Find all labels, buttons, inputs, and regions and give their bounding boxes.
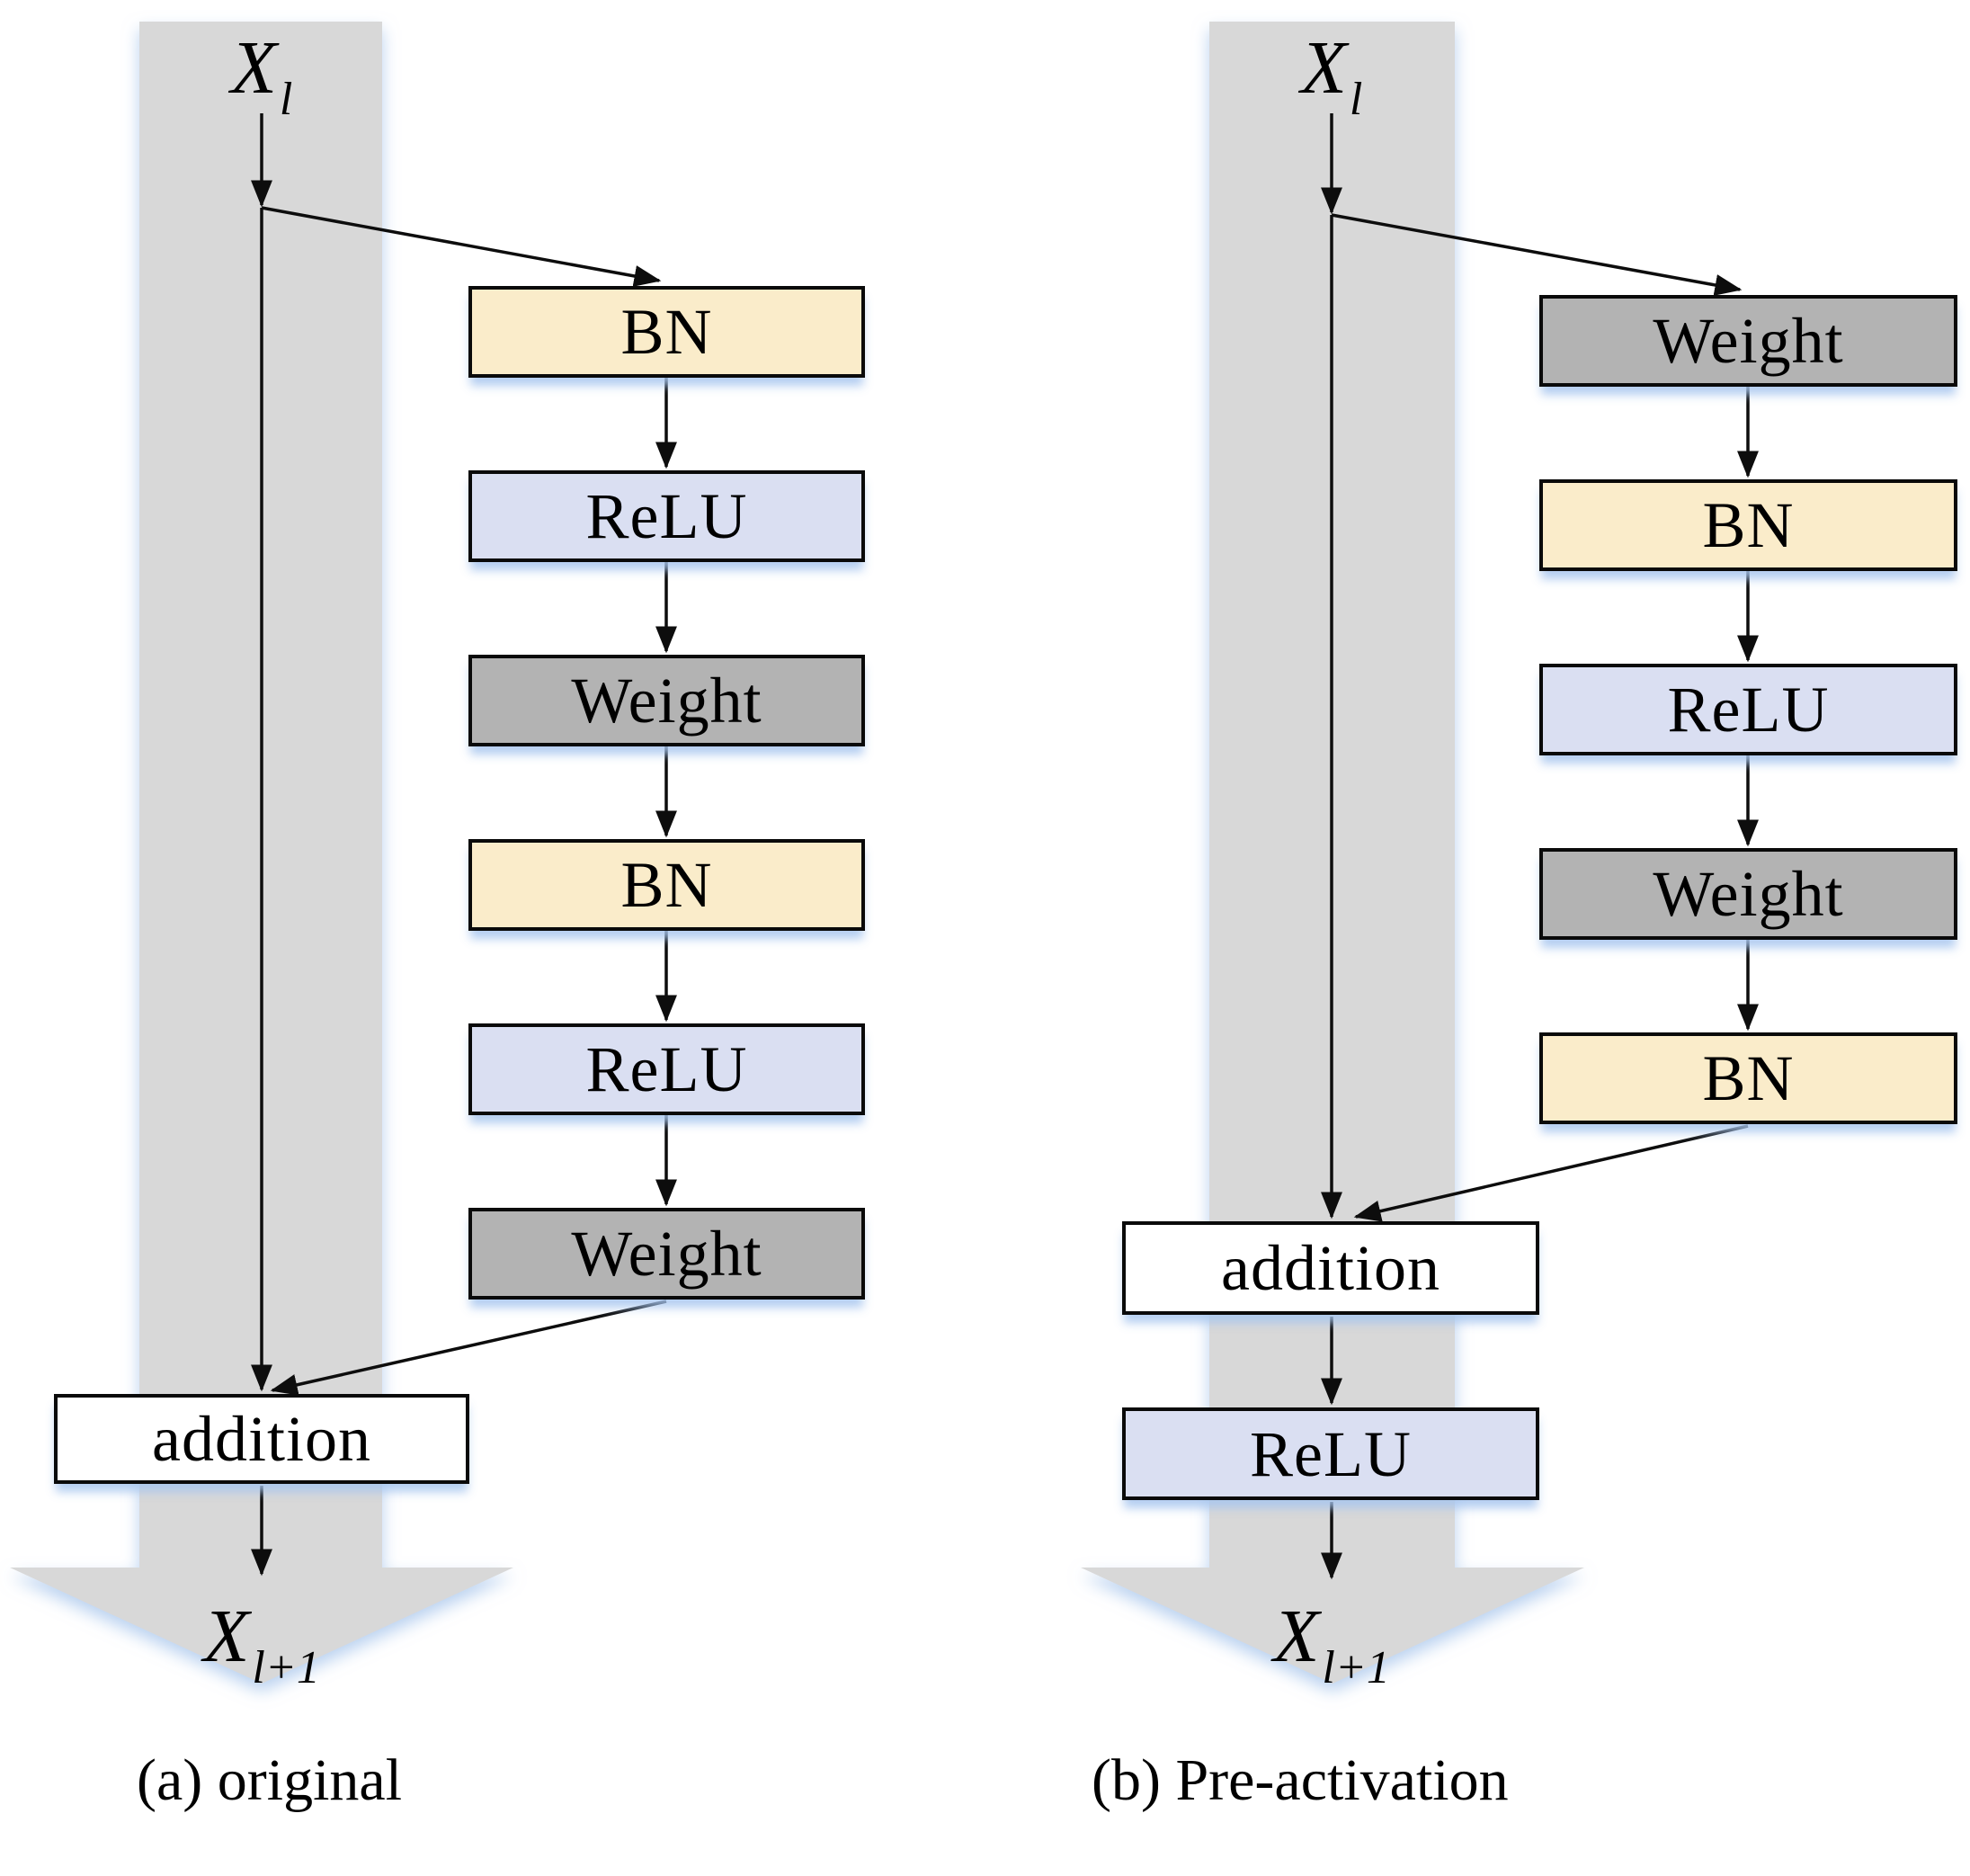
b-block-weight-1-label: Weight <box>1653 305 1844 377</box>
a-block-weight-1: Weight <box>468 655 865 746</box>
a-block-weight-1-label: Weight <box>571 665 762 737</box>
b-input-label: Xl <box>1224 31 1440 123</box>
b-block-addition: addition <box>1122 1221 1539 1315</box>
a-input-label-subscript: l <box>279 74 293 125</box>
b-block-addition-label: addition <box>1221 1232 1440 1304</box>
a-block-relu-2: ReLU <box>468 1023 865 1115</box>
a-block-addition-label: addition <box>152 1403 371 1475</box>
b-input-label-subscript: l <box>1349 74 1363 125</box>
b-block-bn-2-label: BN <box>1702 1042 1795 1114</box>
b-branch-to-weight-arrow <box>1331 213 1743 296</box>
b-block-bn-1: BN <box>1539 479 1957 571</box>
a-input-label: Xl <box>154 31 370 123</box>
a-block-bn-1-label: BN <box>620 296 713 368</box>
a-output-label: Xl+1 <box>154 1599 370 1692</box>
b-block-weight-2-label: Weight <box>1653 858 1844 930</box>
a-output-label-subscript: l+1 <box>252 1642 320 1693</box>
b-input-label-base: X <box>1300 26 1347 110</box>
b-caption: (b) Pre-activation <box>1092 1747 1509 1813</box>
a-block-bn-2: BN <box>468 839 865 931</box>
b-block-bn-2: BN <box>1539 1032 1957 1124</box>
a-block-relu-1-label: ReLU <box>585 480 748 552</box>
a-block-addition: addition <box>54 1394 469 1484</box>
a-caption: (a) original <box>137 1747 403 1813</box>
a-block-weight-2: Weight <box>468 1208 865 1300</box>
a-block-bn-1: BN <box>468 286 865 378</box>
b-block-bn-1-label: BN <box>1702 489 1795 561</box>
a-output-label-base: X <box>203 1595 250 1678</box>
b-block-relu-3: ReLU <box>1122 1407 1539 1500</box>
a-block-weight-2-label: Weight <box>571 1218 762 1290</box>
b-output-label-subscript: l+1 <box>1322 1642 1390 1693</box>
b-block-relu-1: ReLU <box>1539 664 1957 755</box>
b-output-label: Xl+1 <box>1224 1599 1440 1692</box>
b-block-relu-1-label: ReLU <box>1667 674 1830 746</box>
b-block-weight-1: Weight <box>1539 295 1957 387</box>
a-input-label-base: X <box>230 26 277 110</box>
b-output-label-base: X <box>1273 1595 1320 1678</box>
a-branch-to-bn-arrow <box>261 206 662 287</box>
a-block-bn-2-label: BN <box>620 849 713 921</box>
a-block-relu-2-label: ReLU <box>585 1033 748 1105</box>
b-bn2-to-addition-arrow <box>1353 1124 1749 1222</box>
b-block-relu-3-label: ReLU <box>1250 1417 1412 1490</box>
a-block-relu-1: ReLU <box>468 470 865 562</box>
b-block-weight-2: Weight <box>1539 848 1957 940</box>
a-weight2-to-addition-arrow <box>270 1300 667 1396</box>
